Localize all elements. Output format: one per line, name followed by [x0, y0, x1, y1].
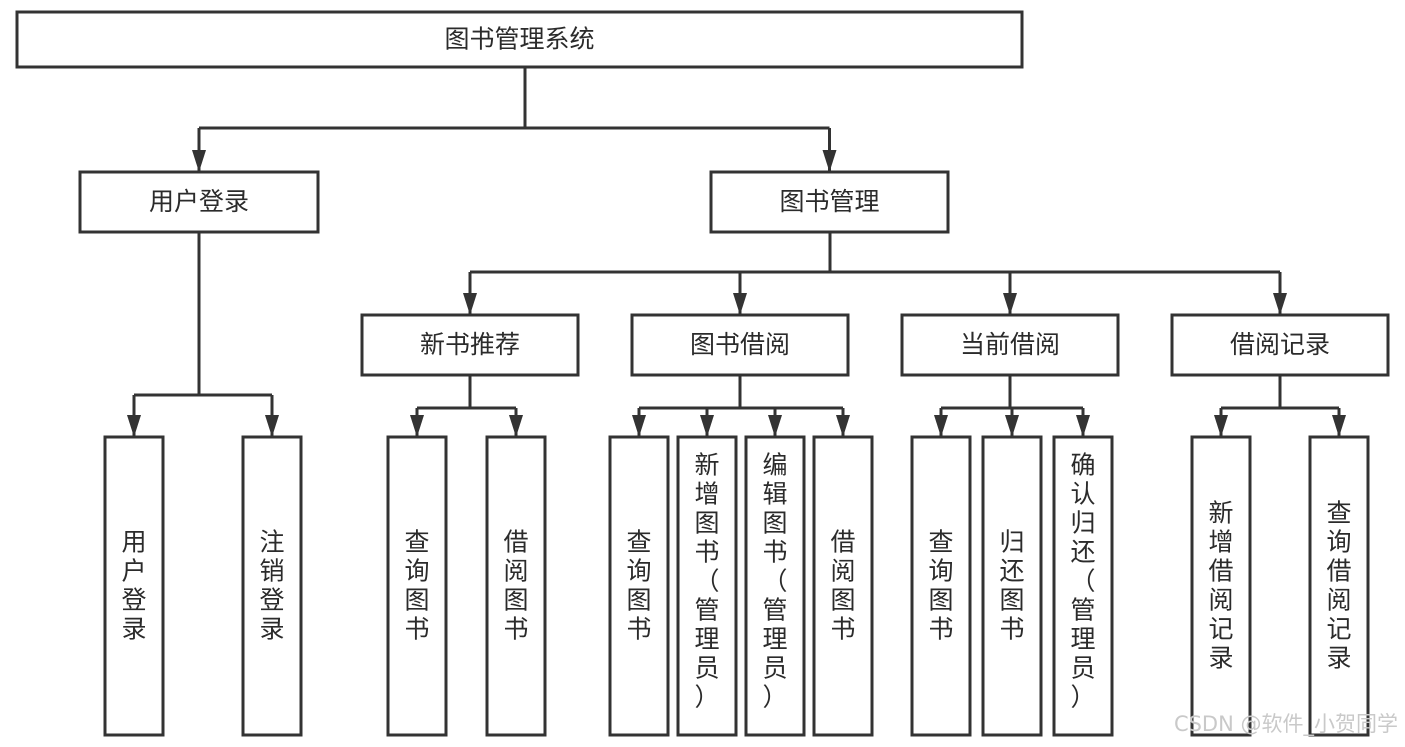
- node-borrow-record-box[interactable]: [1170, 313, 1390, 377]
- node-leaf-query-book-current-box[interactable]: [910, 435, 972, 737]
- node-leaf-query-borrow-record[interactable]: 查询借阅记录: [1308, 435, 1370, 737]
- conn-current-borrow-arrowhead-2: [1076, 415, 1090, 437]
- node-leaf-query-book-recommend[interactable]: 查询图书: [386, 435, 448, 737]
- conn-root-arrowhead-0: [192, 150, 206, 172]
- node-leaf-return-book[interactable]: 归还图书: [981, 435, 1043, 737]
- node-root-box[interactable]: [15, 10, 1024, 69]
- node-leaf-add-borrow-record-box[interactable]: [1190, 435, 1252, 737]
- conn-book-management-arrowhead-1: [733, 293, 747, 315]
- node-leaf-query-book-current[interactable]: 查询图书: [910, 435, 972, 737]
- conn-book-borrow-arrowhead-3: [836, 415, 850, 437]
- conn-book-borrow-arrowhead-1: [700, 415, 714, 437]
- node-leaf-borrow-book-recommend-label: 借阅图书: [503, 528, 528, 644]
- node-leaf-query-book-borrow[interactable]: 查询图书: [608, 435, 670, 737]
- node-layer: 图书管理系统用户登录图书管理新书推荐图书借阅当前借阅借阅记录用户登录注销登录查询…: [15, 10, 1390, 737]
- node-user-login-label: 用户登录: [149, 187, 249, 216]
- node-leaf-add-book-admin-label: 新增图书（管理员）: [694, 451, 719, 712]
- node-leaf-borrow-book[interactable]: 借阅图书: [812, 435, 874, 737]
- conn-book-management-arrowhead-3: [1273, 293, 1287, 315]
- node-leaf-confirm-return-admin-box[interactable]: [1052, 435, 1114, 737]
- conn-root-arrowhead-1: [822, 150, 837, 172]
- node-current-borrow-label: 当前借阅: [960, 330, 1060, 359]
- node-leaf-add-book-admin-box[interactable]: [676, 435, 738, 737]
- node-leaf-query-book-borrow-label: 查询图书: [626, 528, 651, 644]
- node-user-login[interactable]: 用户登录: [78, 170, 320, 234]
- node-new-book-recommend-label: 新书推荐: [420, 330, 520, 359]
- node-book-management[interactable]: 图书管理: [709, 170, 950, 234]
- node-book-management-box[interactable]: [709, 170, 950, 234]
- conn-new-book-recommend-arrowhead-0: [410, 415, 424, 437]
- node-leaf-confirm-return-admin-label: 确认归还（管理员）: [1070, 451, 1095, 712]
- conn-book-borrow-arrowhead-2: [768, 415, 782, 437]
- node-leaf-user-login-label: 用户登录: [121, 528, 146, 644]
- node-leaf-add-book-admin[interactable]: 新增图书（管理员）: [676, 435, 738, 737]
- node-leaf-return-book-box[interactable]: [981, 435, 1043, 737]
- csdn-watermark: CSDN @软件_小贺同学: [1174, 712, 1398, 737]
- node-borrow-record[interactable]: 借阅记录: [1170, 313, 1390, 377]
- node-leaf-edit-book-admin-label: 编辑图书（管理员）: [762, 451, 787, 712]
- node-leaf-edit-book-admin[interactable]: 编辑图书（管理员）: [744, 435, 806, 737]
- node-book-borrow-label: 图书借阅: [690, 330, 790, 359]
- node-leaf-confirm-return-admin[interactable]: 确认归还（管理员）: [1052, 435, 1114, 737]
- node-leaf-user-login-box[interactable]: [103, 435, 165, 737]
- node-leaf-query-book-recommend-label: 查询图书: [404, 528, 429, 644]
- node-leaf-return-book-label: 归还图书: [999, 528, 1024, 644]
- node-leaf-user-login[interactable]: 用户登录: [103, 435, 165, 737]
- node-new-book-recommend[interactable]: 新书推荐: [360, 313, 580, 377]
- node-leaf-edit-book-admin-box[interactable]: [744, 435, 806, 737]
- node-leaf-query-book-recommend-box[interactable]: [386, 435, 448, 737]
- node-leaf-logout-login[interactable]: 注销登录: [241, 435, 303, 737]
- node-leaf-logout-login-box[interactable]: [241, 435, 303, 737]
- node-leaf-add-borrow-record[interactable]: 新增借阅记录: [1190, 435, 1252, 737]
- node-user-login-box[interactable]: [78, 170, 320, 234]
- node-leaf-query-borrow-record-label: 查询借阅记录: [1326, 499, 1351, 673]
- conn-borrow-record-arrowhead-0: [1214, 415, 1228, 437]
- conn-borrow-record-arrowhead-1: [1332, 415, 1346, 437]
- node-leaf-add-borrow-record-label: 新增借阅记录: [1208, 499, 1233, 673]
- conn-new-book-recommend-arrowhead-1: [509, 415, 523, 437]
- node-book-management-label: 图书管理: [779, 187, 879, 216]
- node-borrow-record-label: 借阅记录: [1230, 330, 1330, 359]
- node-book-borrow[interactable]: 图书借阅: [630, 313, 850, 377]
- conn-book-borrow-arrowhead-0: [632, 415, 646, 437]
- node-leaf-borrow-book-label: 借阅图书: [830, 528, 855, 644]
- node-leaf-borrow-book-recommend[interactable]: 借阅图书: [485, 435, 547, 737]
- node-current-borrow[interactable]: 当前借阅: [900, 313, 1120, 377]
- node-leaf-borrow-book-recommend-box[interactable]: [485, 435, 547, 737]
- node-root-label: 图书管理系统: [444, 25, 594, 54]
- conn-user-login-arrowhead-1: [265, 415, 279, 437]
- node-book-borrow-box[interactable]: [630, 313, 850, 377]
- node-leaf-borrow-book-box[interactable]: [812, 435, 874, 737]
- node-root[interactable]: 图书管理系统: [15, 10, 1024, 69]
- node-leaf-logout-login-label: 注销登录: [259, 528, 284, 644]
- node-current-borrow-box[interactable]: [900, 313, 1120, 377]
- conn-current-borrow-arrowhead-0: [934, 415, 948, 437]
- connector-layer: [127, 67, 1346, 437]
- node-leaf-query-borrow-record-box[interactable]: [1308, 435, 1370, 737]
- conn-user-login-arrowhead-0: [127, 415, 141, 437]
- node-new-book-recommend-box[interactable]: [360, 313, 580, 377]
- conn-current-borrow-arrowhead-1: [1005, 415, 1019, 437]
- node-leaf-query-book-borrow-box[interactable]: [608, 435, 670, 737]
- node-leaf-query-book-current-label: 查询图书: [928, 528, 953, 644]
- conn-book-management-arrowhead-0: [463, 293, 477, 315]
- conn-book-management-arrowhead-2: [1003, 293, 1017, 315]
